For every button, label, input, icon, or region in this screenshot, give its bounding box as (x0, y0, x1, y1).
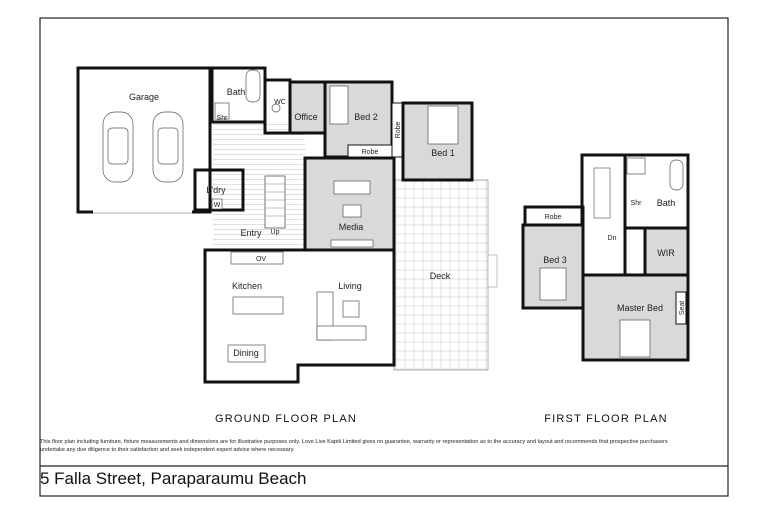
label-shr: Shr (631, 200, 643, 207)
label-master-bed: Master Bed (617, 303, 663, 313)
bed-icon (539, 267, 567, 301)
label-dining: Dining (233, 348, 259, 358)
office-room (288, 80, 327, 135)
label-office: Office (294, 112, 317, 122)
shower-icon (626, 157, 646, 175)
dining-table-icon (227, 344, 266, 363)
label-kitchen: Kitchen (232, 281, 262, 291)
label-robe-bed1: Robe (395, 122, 402, 139)
deck-area (393, 179, 489, 371)
label-garage: Garage (129, 92, 159, 102)
coffee-table-icon (342, 300, 360, 318)
tv-unit-icon (330, 239, 374, 248)
window-seat (675, 291, 687, 325)
label-up: Up (271, 229, 280, 236)
laundry-room (193, 168, 245, 212)
first-floor-title: FIRST FLOOR PLAN (544, 413, 668, 425)
bathtub-icon (669, 159, 684, 191)
kitchen-living-dining (203, 248, 396, 384)
hallway (213, 122, 305, 250)
label-washer: W (214, 202, 221, 209)
label-media: Media (339, 222, 364, 232)
label-living: Living (338, 281, 362, 291)
label-shr: Shr (217, 115, 229, 122)
sofa-icon (316, 325, 367, 341)
label-laundry: L'dry (206, 185, 226, 195)
ground-floor-title: GROUND FLOOR PLAN (215, 413, 357, 425)
kitchen-island (232, 296, 284, 315)
page-frame (39, 17, 729, 497)
bed-icon (427, 105, 459, 145)
staircase (264, 175, 286, 229)
label-seat: Seat (679, 301, 686, 315)
label-wir: WIR (657, 248, 675, 258)
sofa-icon (333, 180, 371, 195)
label-robe-bed2: Robe (362, 149, 379, 156)
label-oven: OV (256, 256, 266, 263)
media-room (303, 156, 396, 252)
bed-icon (619, 319, 651, 358)
car-icon (102, 111, 134, 183)
label-entry: Entry (240, 228, 262, 238)
label-dn: Dn (608, 235, 617, 242)
disclaimer-text: This floor plan including furniture, fix… (40, 439, 668, 453)
garage-room (76, 66, 212, 214)
staircase (593, 167, 611, 219)
bed-icon (329, 85, 349, 125)
label-deck: Deck (430, 271, 451, 281)
car-icon (152, 111, 184, 183)
first-floor-plan: Robe Bed 3 Dn Shr Bath WIR Master Bed Se… (521, 153, 690, 425)
label-bath: Bath (657, 198, 676, 208)
ground-floor-plan: Garage Bath Shr WC Office Bed 2 Robe Rob… (76, 66, 498, 425)
washer-icon (211, 198, 223, 210)
label-bed1: Bed 1 (431, 148, 455, 158)
wir-room (643, 226, 690, 277)
table-icon (342, 204, 362, 218)
bathtub-icon (245, 69, 261, 103)
kitchen-bench (230, 251, 284, 265)
label-robe: Robe (545, 214, 562, 221)
label-bath: Bath (227, 87, 246, 97)
toilet-icon (271, 103, 281, 113)
label-bed2: Bed 2 (354, 112, 378, 122)
deck-steps (487, 254, 498, 288)
label-bed3: Bed 3 (543, 255, 567, 265)
property-address: 5 Falla Street, Paraparaumu Beach (40, 469, 307, 488)
shower-icon (214, 102, 230, 120)
label-wc: WC (274, 99, 286, 106)
